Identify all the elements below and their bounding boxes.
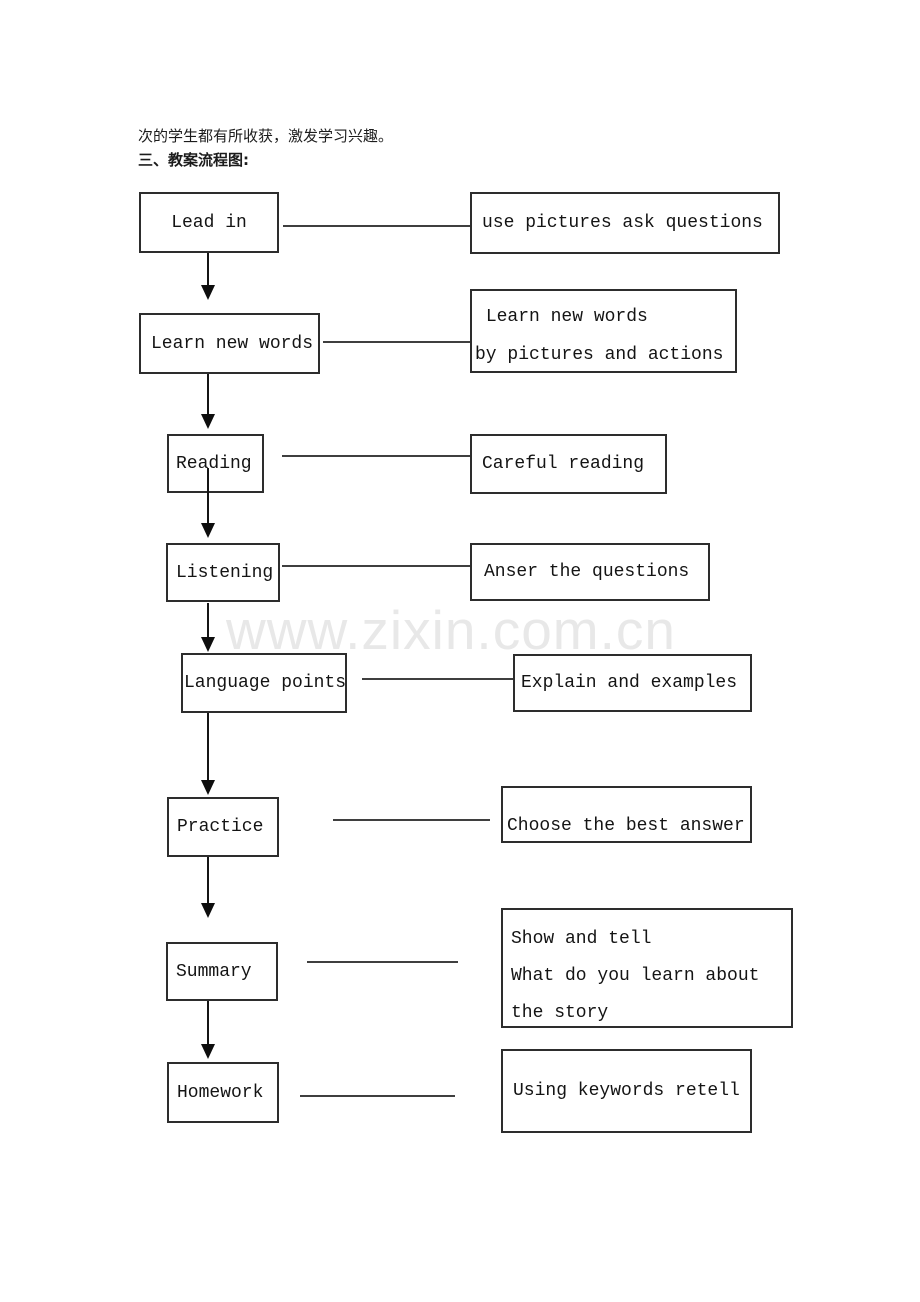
arrow-shaft-1 bbox=[207, 253, 209, 285]
connector-homework bbox=[300, 1095, 455, 1097]
arrow-down-icon-1 bbox=[201, 285, 215, 300]
flow-node-learn-new-words: Learn new words bbox=[139, 313, 320, 374]
flow-note-lead-in: use pictures ask questions bbox=[470, 192, 780, 254]
connector-summary bbox=[307, 961, 458, 963]
arrow-down-icon-6 bbox=[201, 903, 215, 918]
connector-lead-in bbox=[283, 225, 470, 227]
arrow-shaft-7 bbox=[207, 1001, 209, 1044]
flow-note-listening: Anser the questions bbox=[470, 543, 710, 601]
arrow-shaft-5 bbox=[207, 713, 209, 780]
flow-node-homework: Homework bbox=[167, 1062, 279, 1123]
connector-practice bbox=[333, 819, 490, 821]
arrow-shaft-2 bbox=[207, 374, 209, 414]
section-heading: 三、教案流程图: bbox=[138, 151, 249, 169]
arrow-shaft-4 bbox=[207, 603, 209, 637]
connector-listening bbox=[282, 565, 470, 567]
flow-node-summary: Summary bbox=[166, 942, 278, 1001]
flow-note-homework: Using keywords retell bbox=[501, 1049, 752, 1133]
flow-node-practice: Practice bbox=[167, 797, 279, 857]
connector-learn-new-words bbox=[323, 341, 470, 343]
arrow-shaft-6 bbox=[207, 857, 209, 903]
flow-note-language-points: Explain and examples bbox=[513, 654, 752, 712]
arrow-down-icon-2 bbox=[201, 414, 215, 429]
intro-text: 次的学生都有所收获，激发学习兴趣。 bbox=[138, 127, 394, 145]
flow-note-summary: Show and tell What do you learn about th… bbox=[501, 908, 793, 1028]
watermark-text: www.zixin.com.cn bbox=[226, 599, 676, 661]
flow-note-practice: Choose the best answer bbox=[501, 786, 752, 843]
arrow-down-icon-3 bbox=[201, 523, 215, 538]
flow-node-listening: Listening bbox=[166, 543, 280, 602]
arrow-down-icon-5 bbox=[201, 780, 215, 795]
connector-reading bbox=[282, 455, 470, 457]
flow-note-learn-new-words: Learn new words by pictures and actions bbox=[470, 289, 737, 373]
flow-node-reading: Reading bbox=[167, 434, 264, 493]
flow-node-language-points: Language points bbox=[181, 653, 347, 713]
flow-node-lead-in: Lead in bbox=[139, 192, 279, 253]
connector-language-points bbox=[362, 678, 513, 680]
arrow-down-icon-7 bbox=[201, 1044, 215, 1059]
arrow-down-icon-4 bbox=[201, 637, 215, 652]
arrow-shaft-3 bbox=[207, 468, 209, 523]
flow-note-reading: Careful reading bbox=[470, 434, 667, 494]
